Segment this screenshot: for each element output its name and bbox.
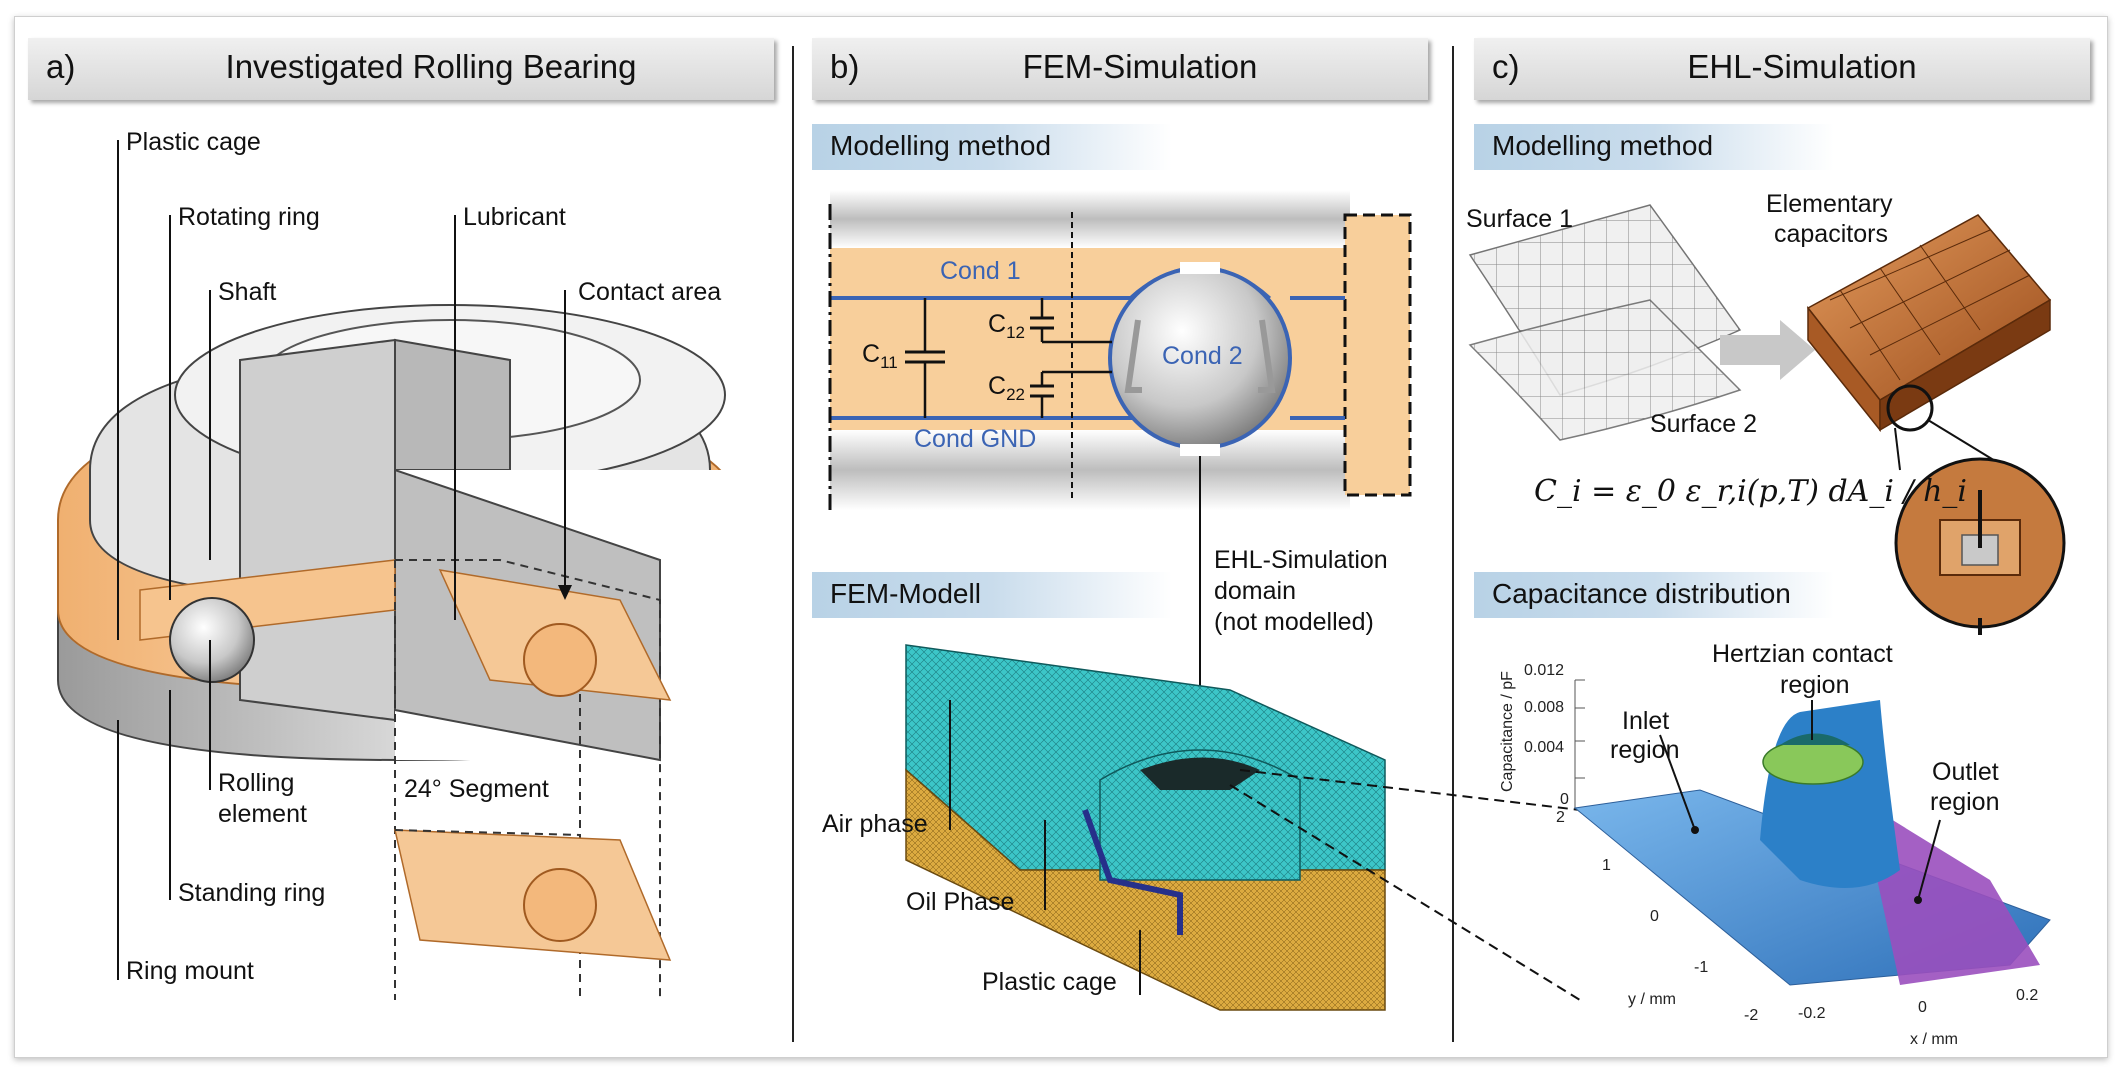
c22-symbol: C	[988, 372, 1007, 400]
label-ring-mount: Ring mount	[126, 957, 254, 985]
fem-mesh-model	[905, 644, 1581, 1011]
label-plastic-cage-b: Plastic cage	[982, 968, 1117, 996]
label-ehl-domain-3: (not modelled)	[1214, 608, 1374, 636]
fem-modelling-method-header: Modelling method	[812, 124, 1172, 170]
ehl-modelling-method-header: Modelling method	[1474, 124, 1834, 170]
c11-subscript: 11	[880, 353, 898, 372]
ehl-surfaces	[1468, 204, 1815, 441]
label-standing-ring: Standing ring	[178, 879, 326, 907]
label-ehl-domain-2: domain	[1214, 577, 1296, 605]
x-tick-1: 0	[1918, 999, 1927, 1016]
label-hertzian-2: region	[1780, 671, 1850, 699]
capacitance-formula: C_i = ε_0 ε_r,i(p,T) dA_i / h_i	[1534, 474, 1967, 509]
label-outlet-2: region	[1930, 788, 2000, 816]
label-lubricant: Lubricant	[463, 203, 566, 231]
ehl-modelling-method-label: Modelling method	[1492, 130, 1714, 161]
label-elementary-1: Elementary	[1766, 190, 1893, 218]
label-rotating-ring: Rotating ring	[178, 203, 320, 231]
label-hertzian-1: Hertzian contact	[1712, 640, 1893, 668]
c12-symbol: C	[988, 310, 1007, 338]
elementary-capacitors	[1806, 214, 2066, 635]
z-axis-label: Capacitance / pF	[1499, 671, 1516, 792]
panel-c-letter: c)	[1492, 48, 1520, 85]
label-oil-phase: Oil Phase	[906, 888, 1015, 916]
panel-b-letter: b)	[830, 48, 860, 85]
capacitance-distribution-label: Capacitance distribution	[1492, 578, 1791, 609]
z-tick-0: 0.012	[1524, 662, 1564, 679]
label-ehl-domain-1: EHL-Simulation	[1214, 546, 1388, 574]
label-cond-gnd: Cond GND	[914, 425, 1037, 453]
capacitance-3d-plot: 0.012 0.008 0.004 0 2 1 0 -1 -2 -0.2 0 0…	[1499, 662, 2051, 1048]
y-tick-2: 0	[1650, 908, 1659, 925]
label-cond1: Cond 1	[940, 257, 1021, 285]
c12-subscript: 12	[1006, 323, 1025, 342]
x-tick-2: 0.2	[2016, 987, 2038, 1004]
label-plastic-cage-a: Plastic cage	[126, 128, 261, 156]
label-c12: C12	[988, 310, 1025, 343]
label-cond2: Cond 2	[1162, 342, 1243, 370]
fem-modell-header: FEM-Modell	[812, 572, 1172, 618]
c22-subscript: 22	[1006, 385, 1025, 404]
label-shaft: Shaft	[218, 278, 277, 306]
z-tick-3: 0	[1560, 791, 1569, 808]
label-surface2: Surface 2	[1650, 410, 1758, 438]
label-rolling-element-1: Rolling	[218, 769, 295, 797]
label-24-segment: 24° Segment	[404, 775, 549, 803]
x-tick-0: -0.2	[1798, 1005, 1826, 1022]
panel-c-title: EHL-Simulation	[1687, 48, 1917, 85]
label-surface1: Surface 1	[1466, 205, 1574, 233]
z-tick-2: 0.004	[1524, 739, 1564, 756]
label-contact-area: Contact area	[578, 278, 722, 306]
panel-b-header: b) FEM-Simulation	[812, 38, 1428, 100]
divider-bc	[1452, 46, 1454, 1042]
y-tick-3: -1	[1694, 959, 1708, 976]
label-c11: C11	[862, 340, 898, 373]
x-axis-label: x / mm	[1910, 1031, 1958, 1048]
fem-modell-label: FEM-Modell	[830, 578, 981, 609]
label-outlet-1: Outlet	[1932, 758, 1999, 786]
y-axis-label: y / mm	[1628, 991, 1676, 1008]
divider-ab	[792, 46, 794, 1042]
bearing-illustration	[57, 140, 760, 1000]
label-c22: C22	[988, 372, 1025, 405]
z-tick-1: 0.008	[1524, 699, 1564, 716]
panel-a-letter: a)	[46, 48, 76, 85]
panel-a-header: a) Investigated Rolling Bearing	[28, 38, 774, 100]
capacitance-distribution-header: Capacitance distribution	[1474, 572, 1834, 618]
panel-a-title: Investigated Rolling Bearing	[225, 48, 637, 85]
y-tick-4: -2	[1744, 1007, 1758, 1024]
label-inlet-2: region	[1610, 736, 1680, 764]
label-air-phase: Air phase	[822, 810, 928, 838]
y-tick-1: 1	[1602, 857, 1611, 874]
c11-symbol: C	[862, 340, 881, 368]
label-rolling-element-2: element	[218, 800, 307, 828]
label-elementary-2: capacitors	[1774, 220, 1888, 248]
label-inlet-1: Inlet	[1622, 707, 1670, 735]
y-tick-0: 2	[1556, 809, 1565, 826]
panel-c-header: c) EHL-Simulation	[1474, 38, 2090, 100]
fem-schematic	[828, 190, 1412, 775]
formula-text: C_i = ε_0 ε_r,i(p,T) dA_i / h_i	[1534, 474, 1968, 509]
panel-b-title: FEM-Simulation	[1022, 48, 1258, 85]
fem-modelling-method-label: Modelling method	[830, 130, 1052, 161]
